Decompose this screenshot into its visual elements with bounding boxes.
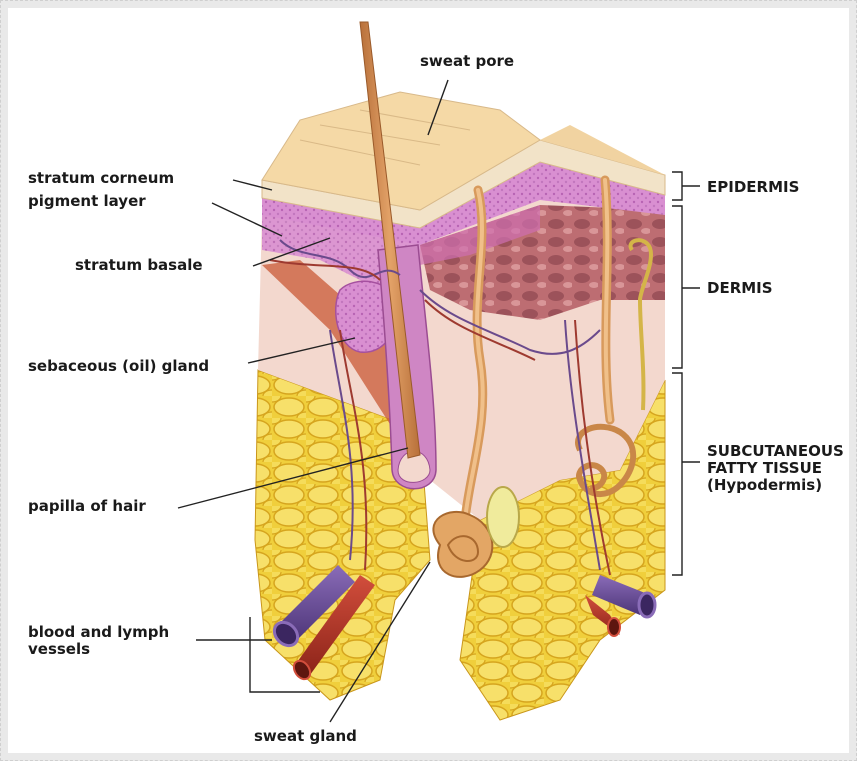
label-dermis: DERMIS [707,280,773,297]
label-pigment-layer: pigment layer [28,193,146,210]
label-stratum-corneum: stratum corneum [28,170,174,187]
label-epidermis: EPIDERMIS [707,179,799,196]
label-sweat-pore: sweat pore [420,53,514,70]
lamellar-corpuscle [487,487,519,547]
label-sebaceous-gland: sebaceous (oil) gland [28,358,209,375]
label-subcutaneous: SUBCUTANEOUS FATTY TISSUE (Hypodermis) [707,443,844,494]
label-stratum-basale: stratum basale [75,257,203,274]
label-sweat-gland: sweat gland [254,728,357,745]
label-blood-lymph-vessels: blood and lymph vessels [28,624,169,658]
layer-brackets [672,172,700,575]
label-papilla-of-hair: papilla of hair [28,498,146,515]
